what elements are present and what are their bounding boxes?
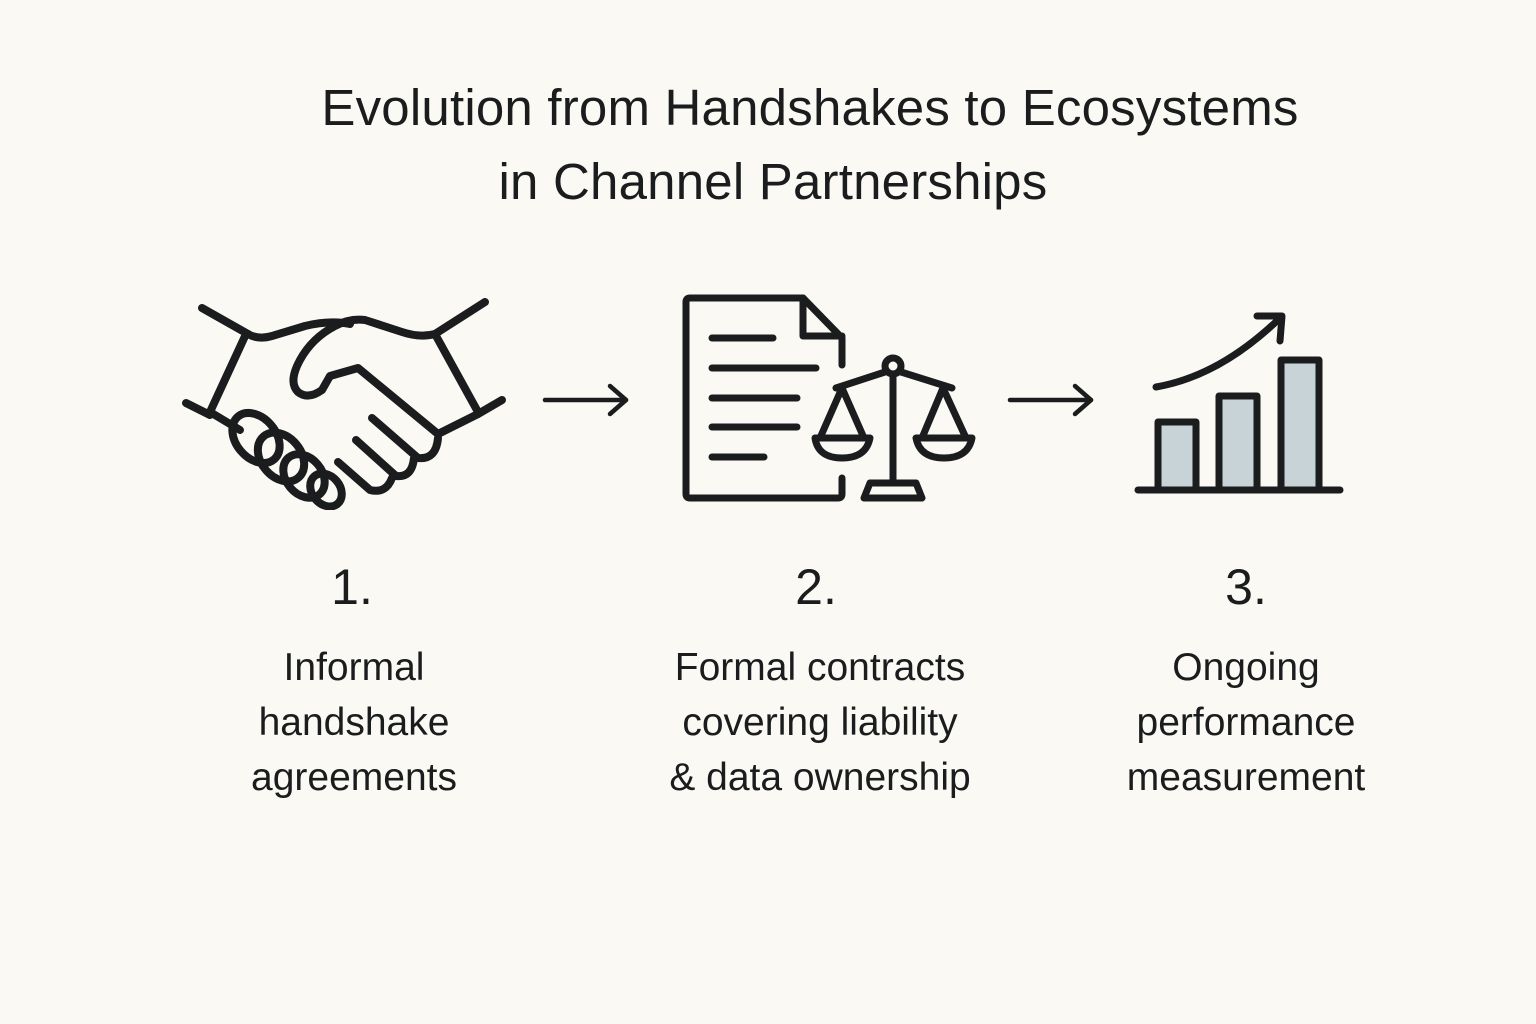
step-3-line-3: measurement [1126, 756, 1366, 799]
step-1-line-2: handshake [258, 701, 450, 744]
step-2-line-3: & data ownership [669, 756, 971, 799]
step-2-number: 2. [795, 559, 837, 615]
diagram-title-line-1: Evolution from Handshakes to Ecosystems [321, 79, 1299, 136]
step-1-number: 1. [331, 559, 373, 615]
step-1-description: Informal handshake agreements [134, 640, 574, 805]
step-2-line-1: Formal contracts [674, 646, 966, 689]
contract-scales-icon [682, 294, 976, 502]
handshake-icon [182, 298, 506, 510]
step-3-line-1: Ongoing [1172, 646, 1320, 689]
step-2-line-2: covering liability [682, 701, 958, 744]
step-3-number: 3. [1225, 559, 1267, 615]
diagram-title-line-2: in Channel Partnerships [498, 153, 1048, 210]
step-3-description: Ongoing performance measurement [1026, 640, 1466, 805]
step-1-line-3: agreements [251, 756, 457, 799]
arrow-right-icon [542, 383, 629, 417]
step-3-line-2: performance [1136, 701, 1356, 744]
step-2-description: Formal contracts covering liability & da… [600, 640, 1040, 805]
bar-chart-growth-icon [1134, 312, 1344, 494]
step-1-line-1: Informal [283, 646, 425, 689]
arrow-right-icon [1007, 383, 1094, 417]
